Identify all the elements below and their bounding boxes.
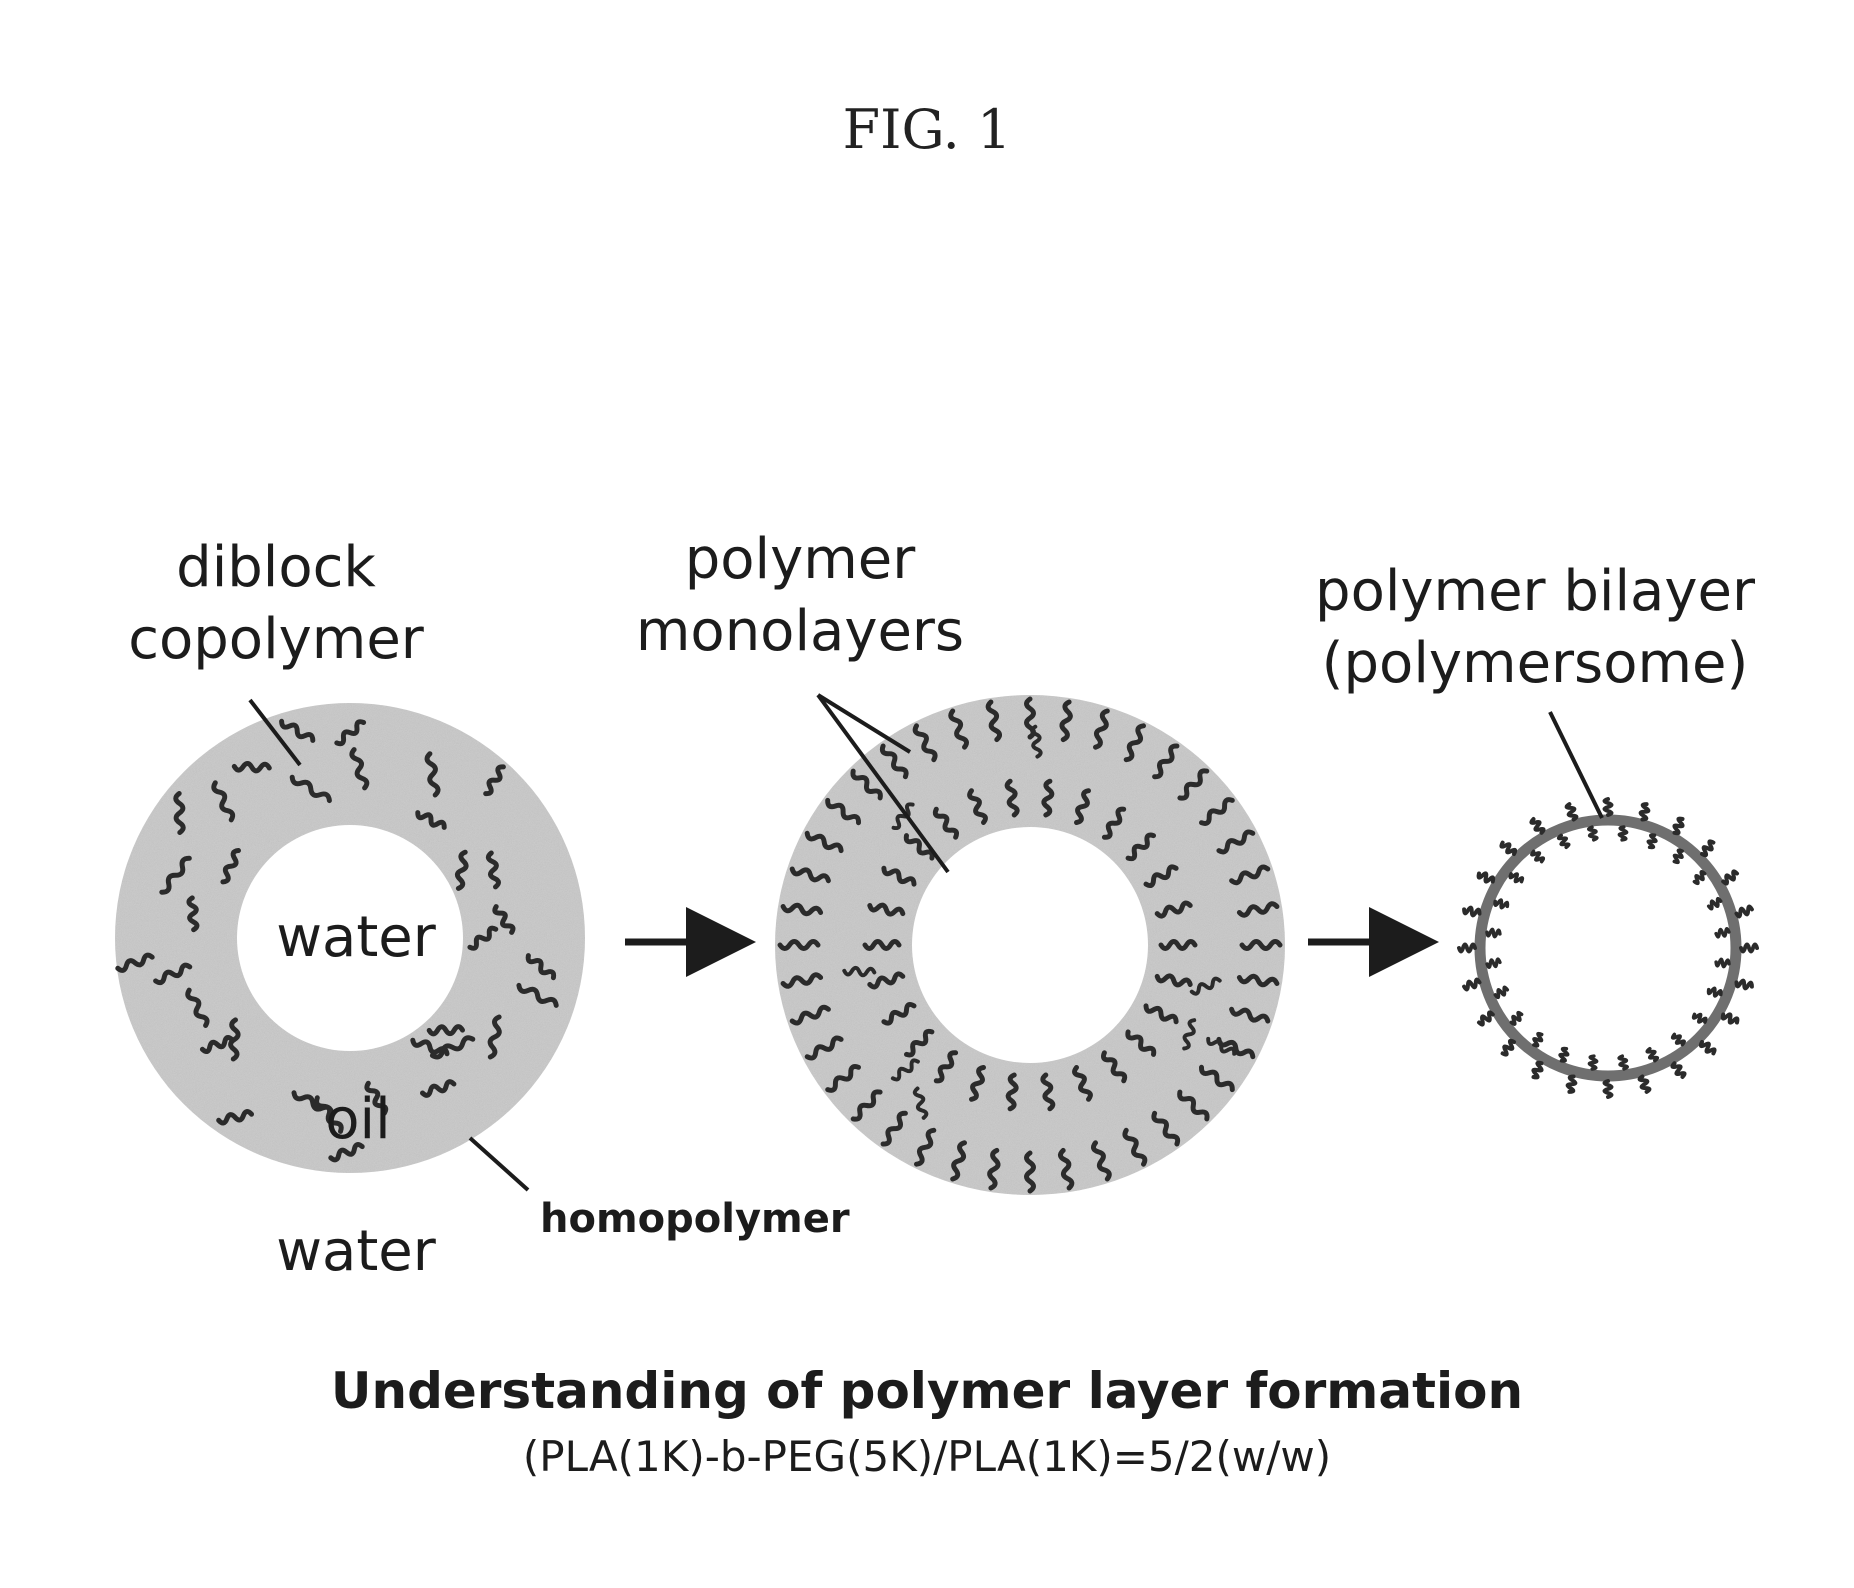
polymer-chain: [1464, 908, 1479, 916]
polymer-chain: [1589, 1056, 1596, 1069]
polymer-chain: [1479, 1012, 1493, 1024]
polymer-chain: [1510, 874, 1522, 882]
bilayer-pointer-line: [1550, 712, 1602, 818]
polymer-chain: [1501, 843, 1515, 854]
bilayer-label-line2: (polymersome): [1322, 631, 1749, 696]
inner-water-label: water: [276, 905, 437, 970]
polymer-chain: [1589, 827, 1597, 840]
stage3-polymersome: [1459, 799, 1757, 1097]
diblock-label-line1: diblock: [176, 535, 376, 600]
polymer-chain: [1672, 1063, 1684, 1077]
polymer-chain: [1511, 1013, 1521, 1025]
polymer-chain: [1701, 1042, 1715, 1053]
polymer-chain: [1495, 987, 1507, 997]
polymer-chain: [1723, 871, 1737, 883]
polymer-chain: [1531, 819, 1543, 833]
oil-label: oil: [325, 1087, 390, 1152]
polymer-chain: [1605, 1081, 1612, 1097]
polymer-chain: [1459, 945, 1475, 952]
outer-water-label: water: [276, 1219, 437, 1284]
polymer-chain: [1716, 959, 1729, 966]
polymer-chain: [1708, 988, 1721, 996]
polymer-chain: [1737, 981, 1752, 989]
polymer-chain: [1479, 873, 1494, 881]
polymer-chain: [1567, 804, 1577, 819]
polymer-chain: [1737, 907, 1752, 917]
polymer-chain: [1487, 959, 1500, 967]
figure-subcaption: (PLA(1K)-b-PEG(5K)/PLA(1K)=5/2(w/w): [0, 1432, 1854, 1481]
monolayer-pointer-upper: [818, 695, 910, 752]
polymer-chain: [1605, 799, 1612, 815]
polymer-chain: [1673, 1034, 1685, 1044]
stage2-monolayer: [775, 695, 1285, 1195]
monolayer-core: [912, 827, 1148, 1063]
polymer-chain: [1503, 1041, 1514, 1055]
polymer-chain: [1694, 872, 1704, 884]
polymer-chain: [1702, 841, 1713, 855]
bilayer-label-line1: polymer bilayer: [1315, 559, 1756, 624]
polymer-chain: [1640, 1077, 1650, 1092]
polymer-chain: [1487, 929, 1500, 936]
diblock-label-line2: copolymer: [128, 607, 425, 672]
monolayer-label-line1: polymer: [685, 527, 917, 592]
polymer-chain: [1534, 1033, 1542, 1045]
polymer-chain: [1741, 945, 1757, 952]
polymer-chain: [1648, 835, 1656, 848]
polymer-chain: [1674, 819, 1682, 834]
polymer-chain: [1709, 899, 1721, 909]
homopolymer-label: homopolymer: [540, 1196, 850, 1242]
polymer-chain: [1464, 980, 1479, 990]
polymer-chain: [1716, 929, 1729, 937]
polymer-chain: [1559, 835, 1569, 847]
polymer-chain: [1532, 851, 1544, 861]
polymer-chain: [1674, 850, 1682, 862]
stage3-chains: [1459, 799, 1757, 1097]
polymer-chain: [1723, 1014, 1738, 1022]
polymer-chain: [1619, 827, 1626, 840]
polymer-chain: [1533, 1063, 1541, 1078]
monolayer-label-line2: monolayers: [636, 599, 964, 664]
polymer-chain: [1568, 1077, 1576, 1092]
polymer-chain: [1560, 1048, 1568, 1061]
polymer-chain: [1495, 900, 1508, 908]
bilayer-membrane: [1480, 820, 1736, 1076]
polymer-chain: [1693, 1014, 1705, 1022]
polymer-chain: [1647, 1049, 1657, 1061]
figure-caption: Understanding of polymer layer formation: [0, 1362, 1854, 1420]
polymer-chain: [1619, 1056, 1627, 1069]
polymer-chain: [1641, 804, 1649, 819]
homopolymer-pointer-line: [470, 1138, 528, 1190]
